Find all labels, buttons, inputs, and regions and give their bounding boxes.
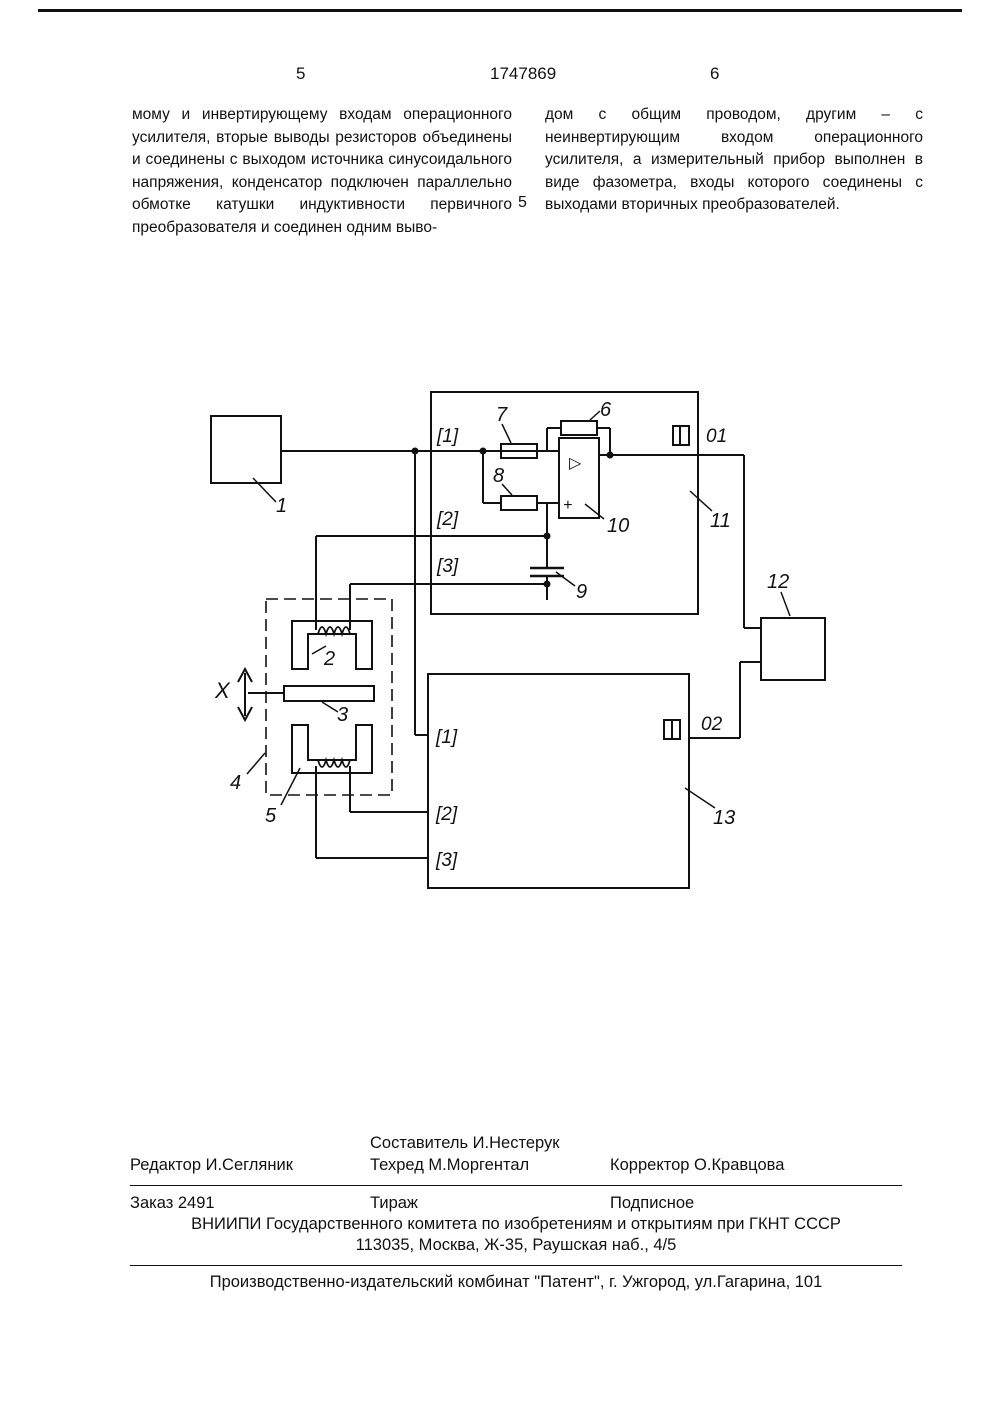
leader-11 <box>690 491 712 511</box>
resistor-8 <box>501 496 537 510</box>
page-number-right: 6 <box>710 64 719 84</box>
publisher-imprint: Производственно-издательский комбинат "П… <box>130 1272 902 1293</box>
order-number: Заказ 2491 <box>130 1194 215 1213</box>
compiler-credit: Составитель И.Нестерук <box>370 1134 559 1153</box>
block11-port-2: [2] <box>436 509 459 530</box>
block13-port-2: [2] <box>435 804 458 825</box>
coil-winding-5 <box>318 760 350 767</box>
top-rule <box>38 9 962 12</box>
junction-output <box>608 453 613 458</box>
page-number-left: 5 <box>296 64 305 84</box>
ref-label-2: 2 <box>323 648 335 670</box>
secondary-converter-block-13 <box>428 674 689 888</box>
leader-6 <box>590 411 600 420</box>
corrector-credit: Корректор О.Кравцова <box>610 1156 784 1175</box>
leader-1 <box>253 478 276 502</box>
footer-rule-bottom <box>130 1265 902 1266</box>
ref-label-1: 1 <box>276 495 287 517</box>
subscription-label: Подписное <box>610 1194 694 1213</box>
leader-3 <box>322 702 338 712</box>
opamp-plus-symbol: + <box>563 497 572 514</box>
moving-plate-3 <box>284 686 374 701</box>
leader-5 <box>281 768 300 805</box>
leader-9 <box>556 572 575 586</box>
ref-label-13: 13 <box>713 807 735 829</box>
circulation-label: Тираж <box>370 1194 418 1213</box>
block13-port-3: [3] <box>435 850 458 871</box>
address-imprint: 113035, Москва, Ж-35, Раушская наб., 4/5 <box>130 1235 902 1256</box>
phase-meter-12 <box>761 618 825 680</box>
block11-output-label: 01 <box>706 426 727 447</box>
editor-credit: Редактор И.Сегляник <box>130 1156 293 1175</box>
block13-port-1: [1] <box>435 727 458 748</box>
opamp-minus-symbol: ▷ <box>569 455 582 472</box>
source-block-1 <box>211 416 281 483</box>
block13-output-label: 02 <box>701 714 723 735</box>
ref-label-7: 7 <box>496 404 508 426</box>
techred-credit: Техред М.Моргентал <box>370 1156 529 1175</box>
coil-winding-2 <box>318 627 350 634</box>
schematic-diagram: 1 [1] [2] [3] 01 11 7 8 ▷ + 10 6 <box>0 380 1000 920</box>
ref-label-3: 3 <box>337 704 348 726</box>
footer-rule-top <box>130 1185 902 1186</box>
ref-label-5: 5 <box>265 805 277 827</box>
displacement-label-x: X <box>214 678 231 703</box>
ref-label-4: 4 <box>230 772 241 794</box>
body-text-right-column: дом с общим проводом, другим – с неинвер… <box>545 104 923 217</box>
ref-label-6: 6 <box>600 399 612 421</box>
block11-port-1: [1] <box>436 426 459 447</box>
ref-label-12: 12 <box>767 571 789 593</box>
junction-cap-bottom <box>545 582 550 587</box>
ref-label-11: 11 <box>710 510 731 532</box>
org-imprint: ВНИИПИ Государственного комитета по изоб… <box>130 1214 902 1235</box>
block11-port-3: [3] <box>436 556 459 577</box>
resistor-6 <box>561 421 597 435</box>
leader-4 <box>247 753 265 774</box>
ref-label-10: 10 <box>607 515 629 537</box>
line-number-marker: 5 <box>518 194 527 212</box>
leader-12 <box>781 592 790 616</box>
patent-number: 1747869 <box>490 64 556 84</box>
ref-label-9: 9 <box>576 581 587 603</box>
leader-7 <box>502 424 511 443</box>
body-text-left-column: мому и инвертирующему входам операционно… <box>132 104 512 239</box>
leader-8 <box>502 484 512 495</box>
junction-cap <box>545 534 550 539</box>
leader-10 <box>585 504 604 519</box>
